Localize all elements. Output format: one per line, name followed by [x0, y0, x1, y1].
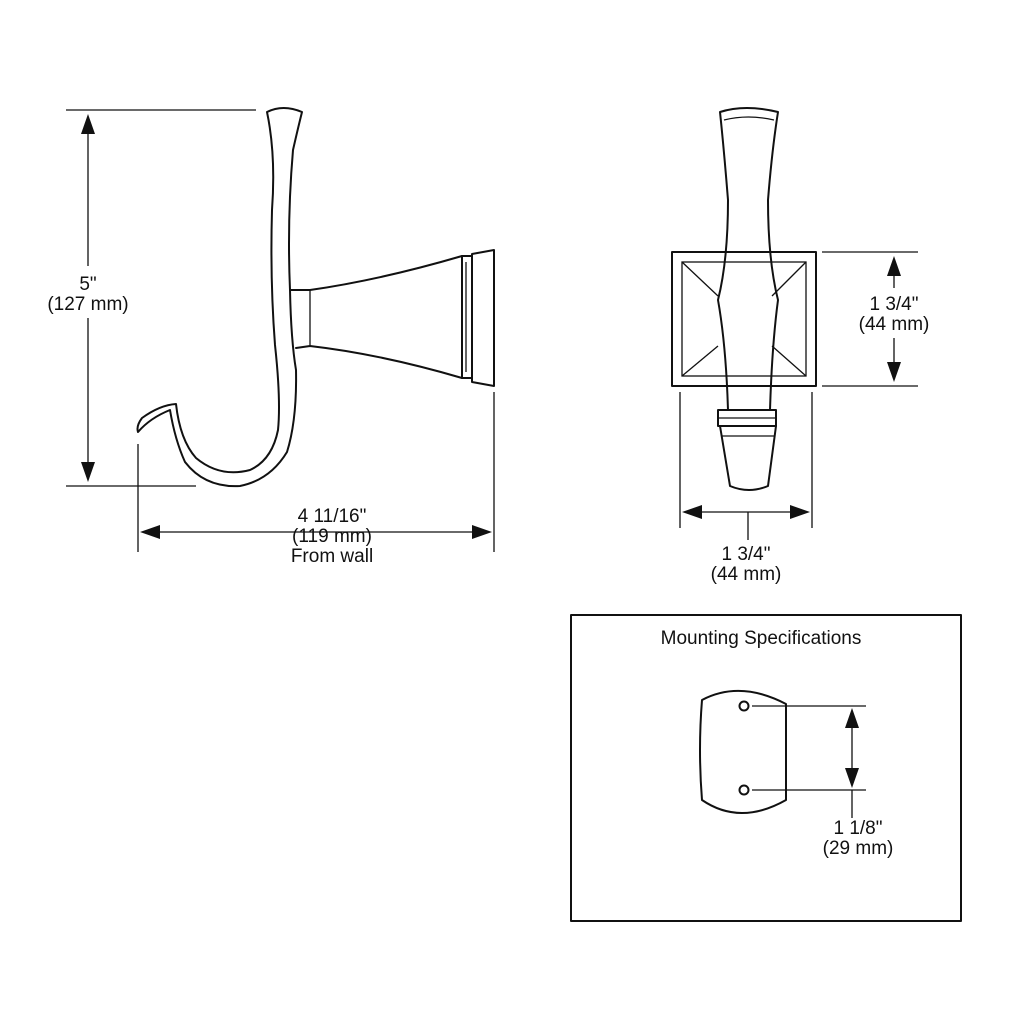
hole-spacing-label-in: 1 1/8" — [833, 818, 882, 839]
hole-spacing-label-mm: (29 mm) — [823, 838, 894, 859]
front-hook-top-detail — [723, 116, 775, 121]
hook-arm-top — [289, 255, 463, 291]
height-arrow-top — [81, 114, 95, 134]
hook-profile — [136, 107, 303, 488]
hook-arm-bottom — [295, 345, 463, 379]
wall-plate — [471, 249, 495, 387]
height-arrow-bottom — [81, 462, 95, 482]
mounting-frame — [570, 614, 962, 922]
mounting-hole-bottom — [738, 784, 750, 796]
side-view: 5" (127 mm) 4 11/16" (119 mm) From wall — [47, 107, 495, 567]
depth-label-in: 4 11/16" — [298, 506, 367, 527]
plate-height-arrow-bottom — [887, 362, 901, 382]
height-label-in: 5" — [79, 274, 96, 295]
depth-arrow-left — [140, 525, 160, 539]
hole-spacing-arrow-top — [845, 708, 859, 728]
plate-height-label-in: 1 3/4" — [869, 294, 918, 315]
depth-label-mm: (119 mm) — [292, 526, 372, 547]
plate-width-label-mm: (44 mm) — [711, 564, 782, 585]
front-plate-inner — [681, 261, 807, 377]
plate-width-label-in: 1 3/4" — [721, 544, 770, 565]
hole-spacing-arrow-bottom — [845, 768, 859, 788]
mounting-bracket — [699, 690, 787, 814]
plate-bevel-br — [771, 345, 807, 377]
plate-height-label-mm: (44 mm) — [859, 314, 930, 335]
depth-arrow-right — [472, 525, 492, 539]
plate-bevel-tr — [771, 261, 807, 297]
plate-bevel-bl — [681, 345, 719, 377]
front-view: 1 3/4" (44 mm) 1 3/4" (44 mm) — [671, 107, 930, 585]
wall-flange — [461, 255, 473, 379]
plate-height-arrow-top — [887, 256, 901, 276]
mounting-hole-top — [738, 700, 750, 712]
plate-width-arrow-right — [790, 505, 810, 519]
front-tip — [719, 425, 777, 491]
depth-label-note: From wall — [291, 546, 373, 567]
front-plate-outer — [671, 251, 817, 387]
height-label-mm: (127 mm) — [47, 294, 128, 315]
mounting-specifications-box: Mounting Specifications 1 1/8" (29 mm) — [570, 614, 962, 922]
plate-width-arrow-left — [682, 505, 702, 519]
plate-bevel-tl — [681, 261, 719, 297]
mounting-title: Mounting Specifications — [661, 628, 862, 649]
front-hook-body — [717, 107, 779, 411]
